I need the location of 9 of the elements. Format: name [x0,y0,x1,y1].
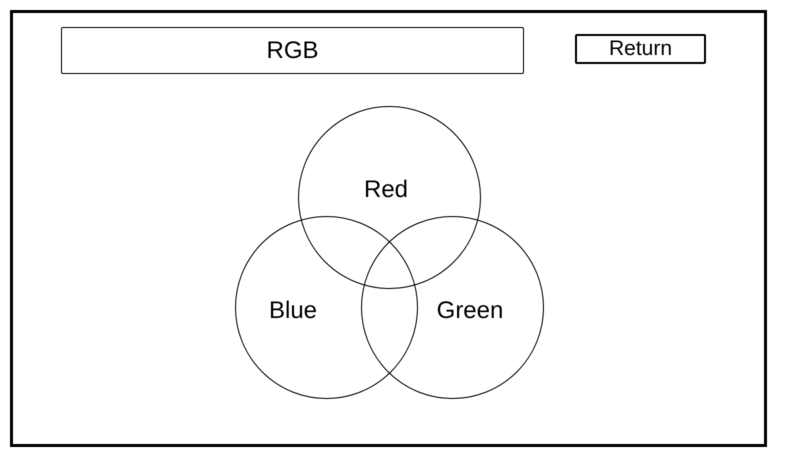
venn-circle [235,216,418,399]
screen-frame [10,10,767,447]
return-button: Return [575,34,706,64]
circle-label: Blue [268,297,318,325]
venn-circle [298,106,481,289]
title-box: RGB [61,27,524,74]
circle-label: Red [364,176,408,204]
venn-circle [361,216,544,399]
circle-label: Green [436,297,504,325]
